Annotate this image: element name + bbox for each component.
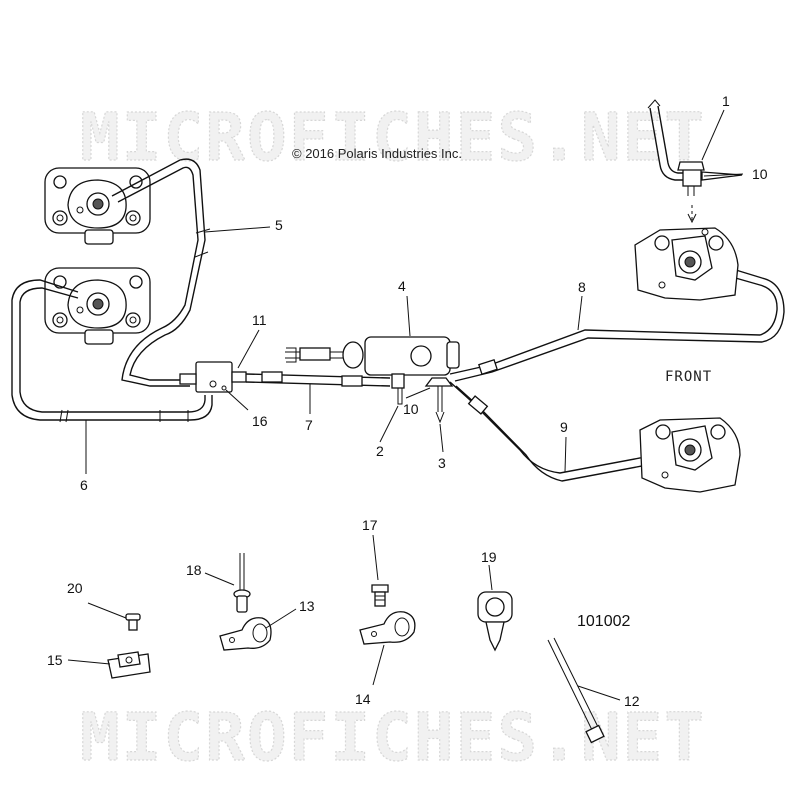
- callout-10-lower: 10: [403, 401, 419, 417]
- part-15-clip-nut: [107, 651, 151, 679]
- brake-line-9: [449, 381, 673, 474]
- callout-19: 19: [481, 549, 497, 565]
- callout-14: 14: [355, 691, 371, 707]
- callout-5: 5: [275, 217, 283, 233]
- rear-caliper-lower: [44, 267, 151, 345]
- rear-caliper-upper: [44, 167, 151, 245]
- hose-end-bolt: [647, 99, 743, 196]
- callout-6: 6: [80, 477, 88, 493]
- callout-16: 16: [252, 413, 268, 429]
- callout-1: 1: [722, 93, 730, 109]
- leader-lines: [67, 109, 744, 701]
- part-19-grommet: [477, 591, 513, 652]
- watermark-top: MICROFICHES.NET: [80, 99, 706, 176]
- callout-10-upper: 10: [752, 166, 768, 182]
- brake-line-5-outline: [117, 166, 199, 387]
- part-20-screw: [125, 613, 141, 631]
- callout-2: 2: [376, 443, 384, 459]
- brake-line-6-outline: [19, 287, 206, 413]
- callout-3: 3: [438, 455, 446, 471]
- callout-12: 12: [624, 693, 640, 709]
- part-17-screw: [371, 584, 389, 607]
- brake-line-6: [11, 279, 213, 421]
- callout-7: 7: [305, 417, 313, 433]
- callout-9: 9: [560, 419, 568, 435]
- master-cylinder: [285, 336, 460, 389]
- front-caliper-lower: [639, 417, 741, 493]
- diagram-part-number: 101002: [577, 613, 630, 630]
- callout-13: 13: [299, 598, 315, 614]
- callout-18: 18: [186, 562, 202, 578]
- callout-8: 8: [578, 279, 586, 295]
- callout-15: 15: [47, 652, 63, 668]
- callout-17: 17: [362, 517, 378, 533]
- front-direction-label: FRONT: [665, 369, 712, 385]
- callout-20: 20: [67, 580, 83, 596]
- junction-block: [179, 361, 247, 393]
- brake-line-8: [449, 274, 778, 375]
- front-caliper-upper: [634, 227, 739, 301]
- callout-4: 4: [398, 278, 406, 294]
- copyright-text: © 2016 Polaris Industries Inc.: [292, 146, 462, 161]
- part-12-cable-tie: [547, 637, 605, 744]
- callout-11: 11: [252, 312, 267, 328]
- brake-line-5: [111, 158, 206, 381]
- part-14-clamp: [359, 611, 416, 645]
- part-13-clamp: [219, 617, 272, 651]
- part-18-rivet: [233, 553, 251, 613]
- watermark-bottom: MICROFICHES.NET: [80, 699, 706, 776]
